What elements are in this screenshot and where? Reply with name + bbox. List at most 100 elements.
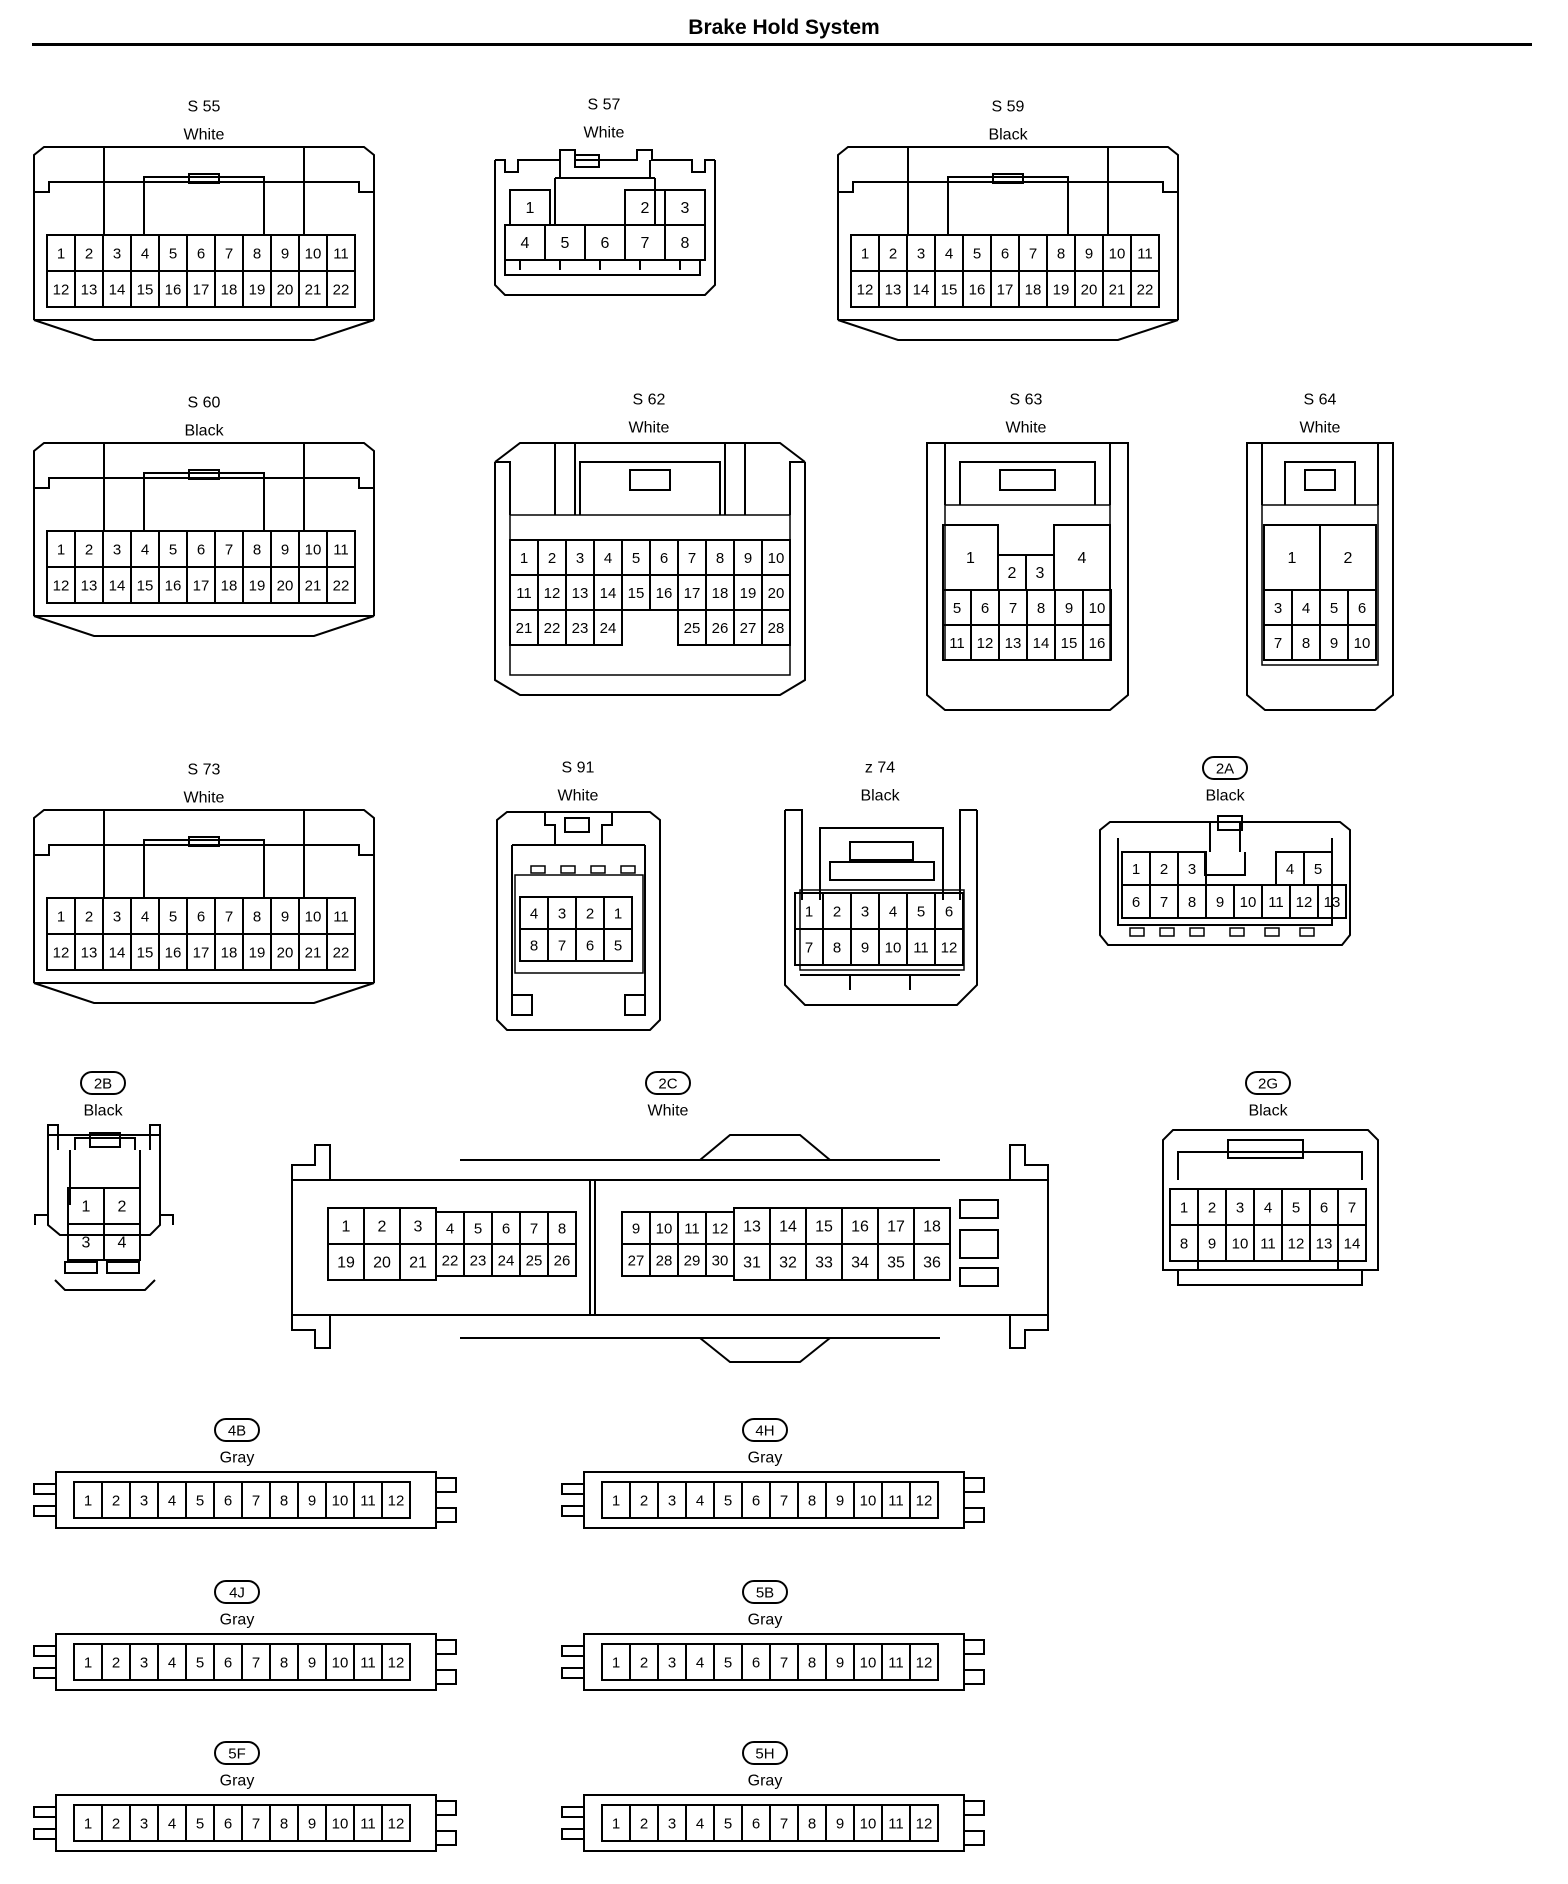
pin-number: 3 [113, 909, 121, 926]
pin-number: 4 [141, 542, 149, 559]
pin-number: 8 [280, 1655, 288, 1672]
pin-number: 23 [572, 620, 589, 637]
pin-number: 17 [684, 585, 701, 602]
pin-number: 12 [388, 1655, 405, 1672]
pin-number: 18 [221, 578, 238, 595]
pin-number: 9 [281, 909, 289, 926]
pin-number: 5 [724, 1493, 732, 1510]
page-title: Brake Hold System [688, 16, 880, 39]
pin-number: 12 [388, 1816, 405, 1833]
pin-number: 1 [82, 1199, 91, 1216]
connector-color: Gray [220, 1450, 255, 1467]
pin-number: 19 [337, 1255, 355, 1272]
pin-number: 12 [53, 578, 70, 595]
pin-number: 10 [305, 246, 322, 263]
pin-number: 12 [1296, 894, 1313, 911]
pin-number: 5 [196, 1493, 204, 1510]
connector-id: S 60 [188, 395, 221, 412]
pin-number: 4 [168, 1655, 176, 1672]
pin-number: 6 [752, 1816, 760, 1833]
pin-number: 20 [277, 945, 294, 962]
pin-number: 5 [1292, 1200, 1300, 1217]
connector-color: White [584, 125, 625, 142]
pin-number: 7 [780, 1655, 788, 1672]
pin-number: 8 [253, 542, 261, 559]
pin-number: 13 [743, 1219, 761, 1236]
connector-id: S 62 [633, 392, 666, 409]
pin-number: 2 [112, 1655, 120, 1672]
pin-number: 3 [668, 1493, 676, 1510]
pin-number: 21 [305, 945, 322, 962]
pin-number: 13 [1316, 1236, 1333, 1253]
connector-id: S 55 [188, 99, 221, 116]
pin-number: 10 [1354, 635, 1371, 652]
pin-number: 5 [169, 542, 177, 559]
pin-number: 11 [949, 635, 965, 652]
pin-number: 11 [333, 909, 349, 926]
pin-number: 2 [640, 1493, 648, 1510]
connector-id: S 73 [188, 762, 221, 779]
pin-number: 1 [84, 1493, 92, 1510]
connector-color: White [648, 1103, 689, 1120]
pin-number: 8 [1180, 1236, 1188, 1253]
connector-id-badge [214, 1580, 260, 1604]
pin-number: 6 [197, 909, 205, 926]
pin-number: 1 [966, 550, 975, 567]
pin-number: 5 [632, 550, 640, 567]
connector-id-badge [742, 1741, 788, 1765]
pin-number: 8 [280, 1816, 288, 1833]
pin-number: 1 [84, 1816, 92, 1833]
pin-number: 11 [888, 1655, 904, 1672]
connector-id-badge [214, 1741, 260, 1765]
pin-number: 10 [860, 1493, 877, 1510]
pin-number: 18 [221, 945, 238, 962]
connector-id: S 91 [562, 760, 595, 777]
connector-color: Gray [748, 1450, 783, 1467]
pin-number: 12 [1288, 1236, 1305, 1253]
pin-number: 2 [833, 904, 841, 921]
pin-number: 31 [743, 1255, 761, 1272]
pin-number: 3 [113, 246, 121, 263]
pin-number: 15 [628, 585, 645, 602]
pin-number: 11 [333, 542, 349, 559]
pin-number: 13 [1324, 894, 1341, 911]
pin-number: 36 [923, 1255, 941, 1272]
pin-number: 15 [941, 282, 958, 299]
pin-number: 6 [660, 550, 668, 567]
pin-number: 22 [442, 1253, 459, 1270]
pin-number: 7 [1348, 1200, 1356, 1217]
pin-number: 12 [53, 282, 70, 299]
connector-color: White [184, 790, 225, 807]
pin-number: 10 [305, 909, 322, 926]
pin-number: 9 [308, 1655, 316, 1672]
pin-number: 1 [520, 550, 528, 567]
pin-number: 33 [815, 1255, 833, 1272]
pin-number: 17 [193, 578, 210, 595]
pin-number: 7 [780, 1816, 788, 1833]
pin-number: 1 [614, 906, 622, 923]
pin-number: 1 [1180, 1200, 1188, 1217]
pin-number: 11 [360, 1655, 376, 1672]
pin-number: 4 [696, 1493, 704, 1510]
pin-number: 8 [1302, 635, 1310, 652]
connector-id: 4J [229, 1585, 245, 1602]
pin-number: 22 [333, 282, 350, 299]
pin-number: 17 [997, 282, 1014, 299]
pin-number: 14 [1344, 1236, 1361, 1253]
connector-color: Black [83, 1103, 123, 1120]
pin-number: 8 [280, 1493, 288, 1510]
pin-number: 21 [516, 620, 533, 637]
pin-number: 4 [521, 235, 530, 252]
pin-number: 15 [137, 282, 154, 299]
pin-number: 7 [225, 909, 233, 926]
pin-number: 7 [805, 940, 813, 957]
pin-number: 10 [1232, 1236, 1249, 1253]
pin-number: 9 [1216, 894, 1224, 911]
pin-number: 30 [712, 1253, 729, 1270]
pin-number: 8 [253, 909, 261, 926]
connector-color: Gray [220, 1612, 255, 1629]
pin-number: 5 [614, 938, 622, 955]
